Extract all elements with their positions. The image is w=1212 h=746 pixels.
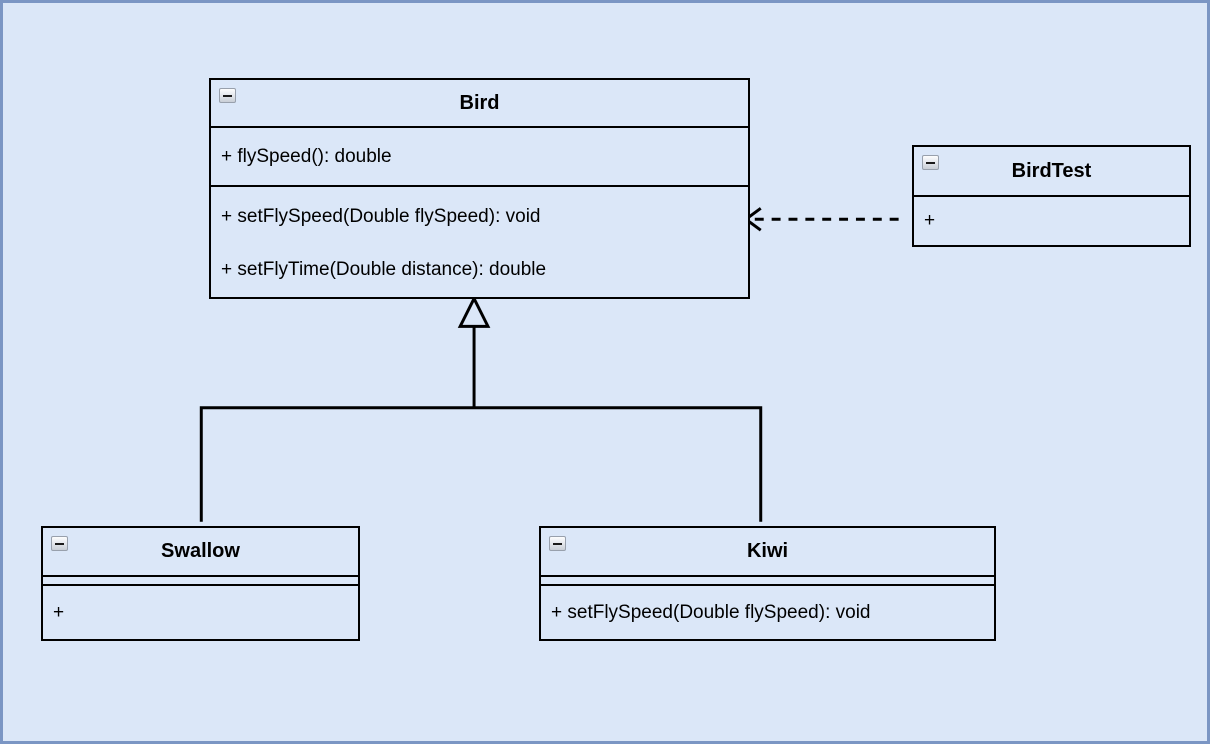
inheritance-triangle-icon <box>457 295 491 328</box>
generalization-edge[interactable] <box>199 406 763 522</box>
class-title: BirdTest <box>1011 159 1092 182</box>
minus-glyph <box>223 94 232 97</box>
member-text: + setFlySpeed(Double flySpeed): void <box>221 205 541 227</box>
collapse-minus-icon[interactable] <box>51 536 68 551</box>
class-title: Kiwi <box>746 540 789 562</box>
class-birdtest[interactable]: BirdTest + <box>912 145 1191 247</box>
collapse-minus-icon[interactable] <box>922 155 939 170</box>
member-text: + setFlySpeed(Double flySpeed): void <box>551 601 871 623</box>
minus-glyph <box>553 542 562 545</box>
class-bird[interactable]: Bird + flySpeed(): double + setFlySpeed(… <box>209 78 750 299</box>
class-swallow[interactable]: Swallow + <box>41 526 360 641</box>
class-birdtest-header: BirdTest <box>914 147 1189 195</box>
class-swallow-header: Swallow <box>43 528 358 575</box>
collapse-minus-icon[interactable] <box>549 536 566 551</box>
class-bird-header: Bird <box>211 80 748 126</box>
minus-glyph <box>926 161 935 164</box>
class-swallow-empty-section <box>43 575 358 584</box>
class-swallow-section-2: + <box>43 584 358 639</box>
collapse-minus-icon[interactable] <box>219 88 236 103</box>
member-text: + <box>53 601 65 623</box>
minus-glyph <box>55 542 64 545</box>
class-bird-section-2: + setFlySpeed(Double flySpeed): void + s… <box>211 185 748 297</box>
class-kiwi-section-2: + setFlySpeed(Double flySpeed): void <box>541 584 994 639</box>
class-title: Bird <box>459 91 500 114</box>
class-kiwi-empty-section <box>541 575 994 584</box>
member-text: + setFlyTime(Double distance): double <box>221 259 547 281</box>
class-kiwi[interactable]: Kiwi + setFlySpeed(Double flySpeed): voi… <box>539 526 996 641</box>
member-text: + <box>924 210 936 231</box>
class-birdtest-section-1: + <box>914 195 1189 245</box>
class-title: Swallow <box>161 540 240 562</box>
class-kiwi-header: Kiwi <box>541 528 994 575</box>
member-text: + flySpeed(): double <box>221 145 392 167</box>
class-bird-section-1: + flySpeed(): double <box>211 126 748 185</box>
